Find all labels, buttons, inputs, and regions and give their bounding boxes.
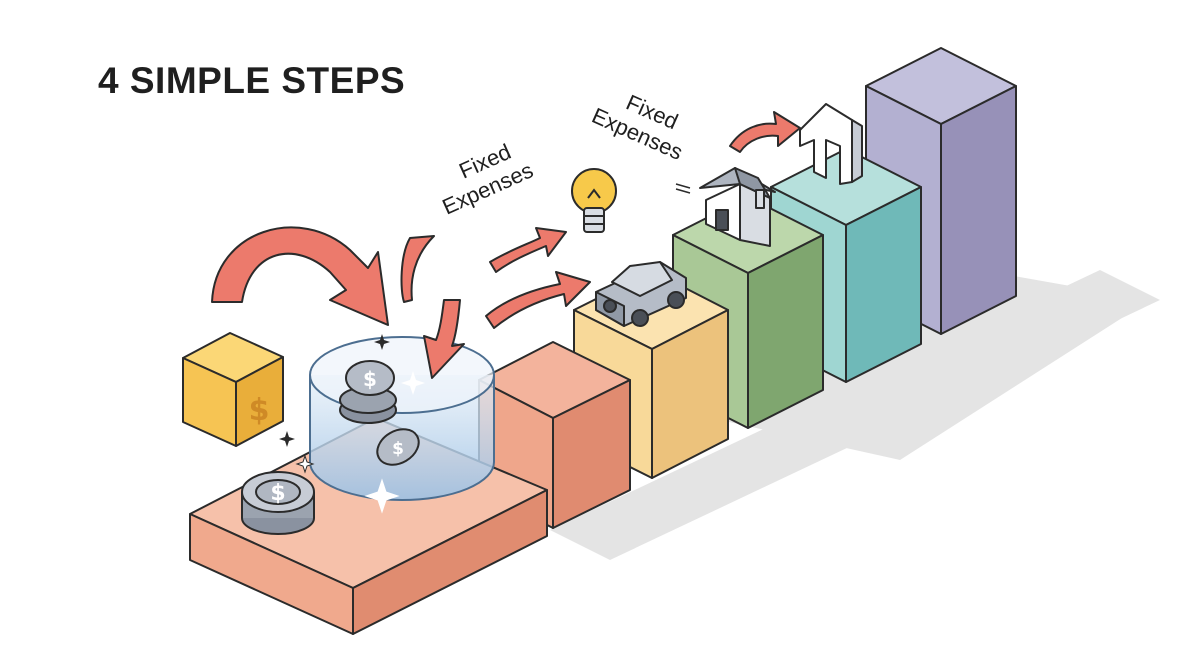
motion-lines [675,183,691,194]
house-outline-icon [799,103,863,185]
lightbulb-icon [571,168,617,233]
coin-stack-icon: $ [241,471,315,535]
fixed-expenses-label-1: Fixed Expenses [438,139,536,220]
step-shadows [550,270,1160,560]
svg-text:$: $ [270,481,285,506]
svg-text:$: $ [392,439,404,459]
house-icon [699,167,776,247]
coin-jar-icon: $ $ [309,336,495,514]
arrow-icon [400,235,465,379]
sparkle-icon [279,334,390,474]
arrow-icon [211,226,389,326]
car-icon [595,261,687,327]
fixed-expenses-label-2: Fixed Expenses [588,90,686,165]
dollar-box-icon: $ [182,332,284,447]
svg-text:$: $ [249,393,270,428]
page-title: 4 SIMPLE STEPS [98,60,406,101]
arrow-icon [485,227,591,329]
arrow-icon [729,111,801,153]
svg-text:$: $ [363,367,377,391]
